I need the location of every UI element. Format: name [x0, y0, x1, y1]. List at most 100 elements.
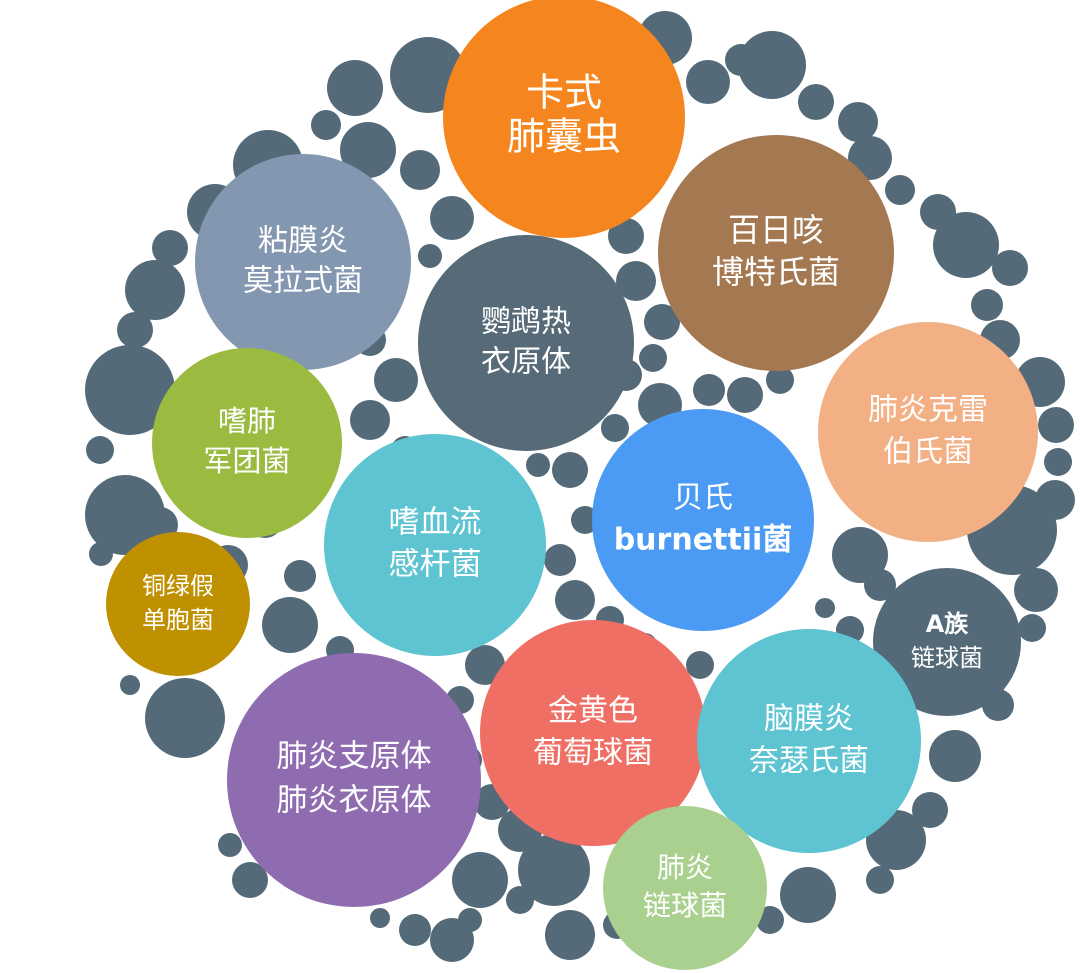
bubble-circle: [603, 806, 767, 970]
bubble-label-line: 葡萄球菌: [533, 736, 653, 771]
filler-bubble: [608, 218, 644, 254]
filler-bubble: [686, 60, 730, 104]
filler-bubble: [85, 475, 165, 555]
filler-bubble: [327, 60, 383, 116]
filler-bubble: [399, 914, 431, 946]
bubble-label-line: 肺炎克雷: [868, 393, 988, 428]
filler-bubble: [848, 136, 892, 180]
filler-bubble: [798, 84, 834, 120]
filler-bubble: [526, 453, 550, 477]
filler-bubble: [912, 792, 948, 828]
filler-bubble: [400, 150, 440, 190]
filler-bubble: [120, 675, 140, 695]
bubble-label-line: 伯氏菌: [883, 435, 973, 470]
filler-bubble: [738, 31, 806, 99]
filler-bubble: [601, 414, 629, 442]
bubble-circle: [818, 322, 1038, 542]
bubble-circle: [195, 154, 411, 370]
bubble-label-line: 肺炎衣原体: [277, 783, 432, 819]
filler-bubble: [693, 374, 725, 406]
filler-bubble: [686, 651, 714, 679]
filler-bubble: [545, 910, 595, 960]
filler-bubble: [218, 833, 242, 857]
bubble-label-line: 衣原体: [481, 345, 571, 380]
bubble-label-line: 军团菌: [203, 444, 290, 478]
bubble-circle: [106, 532, 250, 676]
labeled-bubbles: 卡式肺囊虫百日咳博特氏菌粘膜炎莫拉式菌鹦鹉热衣原体肺炎克雷伯氏菌嗜肺军团菌嗜血流…: [106, 0, 1038, 970]
bubble-circle: [480, 620, 706, 846]
filler-bubble: [616, 261, 656, 301]
filler-bubble: [552, 452, 588, 488]
filler-bubble: [838, 102, 878, 142]
bubble-circle: [443, 0, 685, 238]
bubble-label-line: 肺囊虫: [507, 115, 621, 159]
bubble-label-line: 百日咳: [728, 211, 824, 249]
bubble-circle: [152, 348, 342, 538]
bubble-label-line: 嗜血流: [389, 505, 482, 541]
filler-bubble: [89, 542, 113, 566]
filler-bubble: [125, 260, 185, 320]
filler-bubble: [350, 400, 390, 440]
filler-bubble: [644, 304, 680, 340]
filler-bubble: [430, 918, 474, 962]
bubble-label-line: 链球菌: [911, 644, 983, 672]
filler-bubble: [992, 250, 1028, 286]
bubble-label-line: 莫拉式菌: [243, 264, 363, 299]
filler-bubble: [465, 645, 505, 685]
bubble-label-line: 奈瑟氏菌: [749, 744, 869, 779]
filler-bubble: [571, 506, 599, 534]
filler-bubble: [145, 678, 225, 758]
filler-bubble: [311, 110, 341, 140]
filler-bubble: [518, 834, 590, 906]
filler-bubble: [929, 730, 981, 782]
bubble-circle: [227, 653, 481, 907]
bubble-circle: [697, 629, 921, 853]
filler-bubble: [832, 527, 888, 583]
filler-bubble: [864, 569, 896, 601]
filler-bubble: [506, 886, 534, 914]
filler-bubble: [933, 212, 999, 278]
bubble-label-line: A族: [926, 610, 970, 638]
filler-bubble: [232, 862, 268, 898]
filler-bubble: [86, 436, 114, 464]
filler-bubble: [1038, 407, 1074, 443]
bubble-label-line: 嗜肺: [218, 404, 276, 438]
filler-bubble: [340, 122, 396, 178]
bubble-circle: [418, 235, 634, 451]
bubble-circle: [873, 568, 1021, 716]
bubble-label-line: 卡式: [526, 71, 602, 115]
filler-bubble: [1044, 448, 1072, 476]
filler-bubble: [815, 598, 835, 618]
filler-bubble: [1018, 614, 1046, 642]
filler-bubble: [1014, 568, 1058, 612]
filler-bubble: [152, 230, 188, 266]
filler-bubble: [284, 560, 316, 592]
bubble-label-line: 贝氏: [673, 481, 733, 516]
filler-bubble: [555, 580, 595, 620]
bubble-label-line: 肺炎: [657, 851, 713, 884]
filler-bubble: [971, 289, 1003, 321]
bubble-label-line: 铜绿假: [142, 572, 214, 600]
filler-bubble: [639, 344, 667, 372]
filler-bubble: [117, 312, 153, 348]
bubble-label-line: 博特氏菌: [712, 253, 840, 291]
filler-bubble: [418, 244, 442, 268]
filler-bubble: [727, 377, 763, 413]
filler-bubble: [430, 196, 474, 240]
bubble-label-line: 链球菌: [643, 889, 727, 922]
bubble-label-line: 感杆菌: [389, 547, 482, 583]
